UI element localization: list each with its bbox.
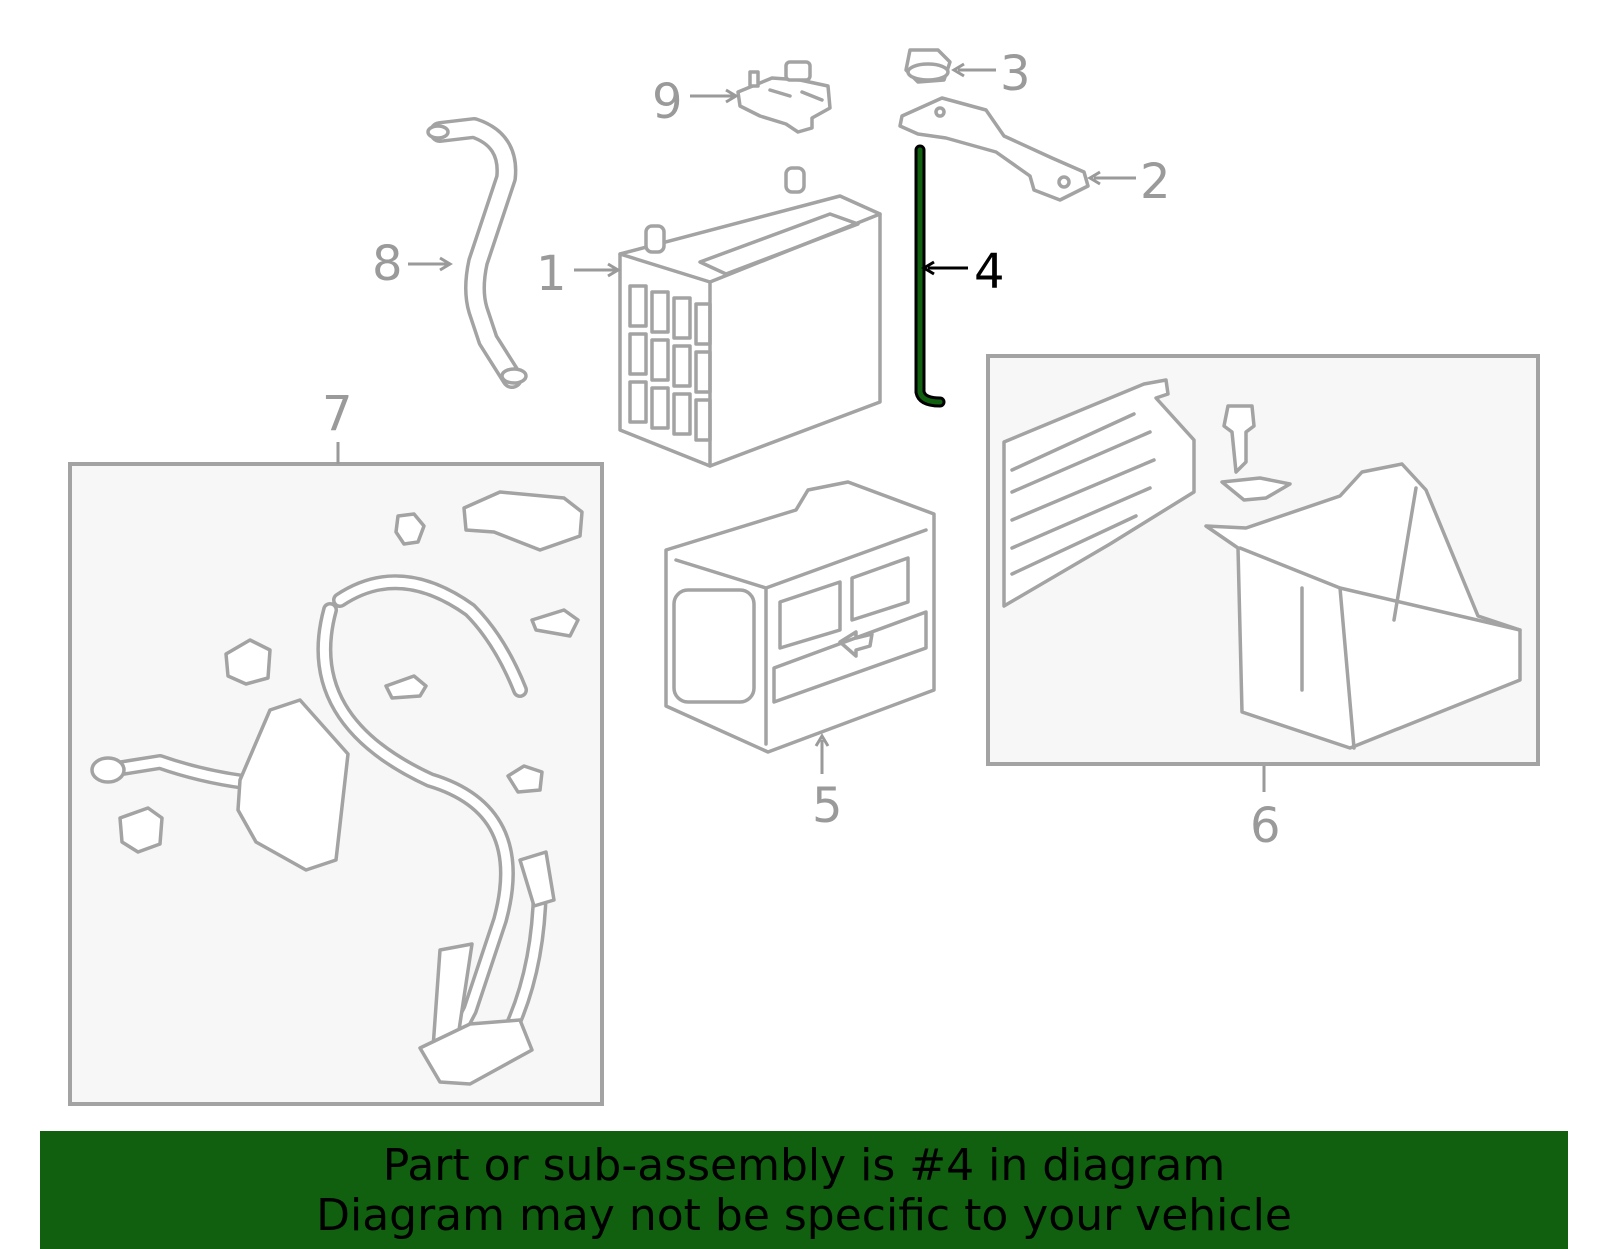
part-4-rod-highlighted[interactable] — [914, 144, 946, 408]
callout-1: 1 — [536, 246, 567, 302]
part-3-nut[interactable] — [904, 48, 952, 84]
callout-2: 2 — [1140, 154, 1171, 210]
part-5-battery-box[interactable] — [664, 480, 936, 754]
banner-line-1: Part or sub-assembly is #4 in diagram — [382, 1140, 1226, 1191]
part-7-harness-assembly[interactable] — [90, 490, 584, 1086]
leader-lines — [336, 62, 1266, 792]
part-9-sensor[interactable] — [736, 60, 832, 134]
part-6-tray-assembly[interactable] — [1002, 378, 1522, 750]
banner-line-2: Diagram may not be specific to your vehi… — [316, 1190, 1292, 1241]
callout-8: 8 — [372, 236, 403, 292]
callout-4: 4 — [974, 244, 1005, 300]
callout-3: 3 — [1000, 46, 1031, 102]
callout-6: 6 — [1250, 798, 1281, 854]
callout-9: 9 — [652, 74, 683, 130]
callout-7: 7 — [322, 386, 353, 442]
callout-5: 5 — [812, 778, 843, 834]
part-8-cable[interactable] — [426, 117, 528, 389]
part-2-bracket[interactable] — [898, 96, 1090, 202]
info-banner: Part or sub-assembly is #4 in diagram Di… — [40, 1131, 1568, 1249]
part-1-battery[interactable] — [618, 166, 882, 468]
